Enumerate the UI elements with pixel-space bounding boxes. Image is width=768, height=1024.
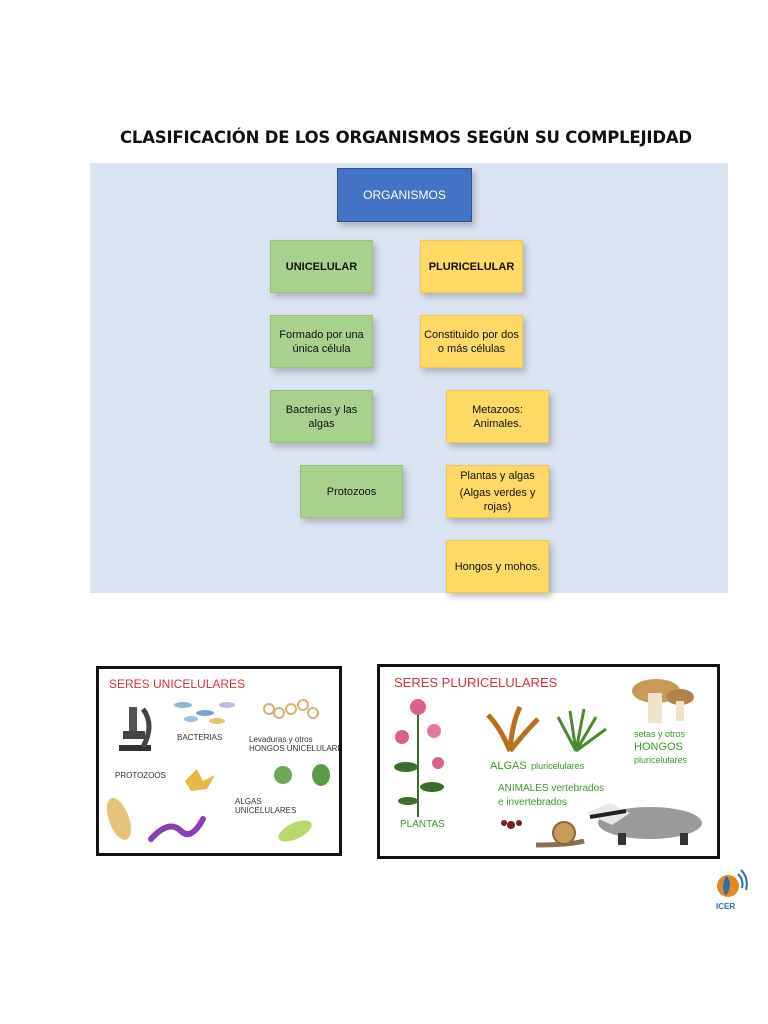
node-hongos-mohos: Hongos y mohos. — [446, 540, 549, 593]
levaduras-line-2: HONGOS UNICELULARES — [249, 744, 342, 753]
bacterias-label: BACTERIAS — [177, 733, 223, 742]
node-organismos: ORGANISMOS — [337, 168, 472, 222]
setas-line-3: pluricelulares — [634, 755, 688, 765]
setas-line-1: setas y otros — [634, 729, 686, 739]
diagram-panel — [90, 163, 728, 593]
algas-unicelulares-label: ALGAS UNICELULARES — [235, 797, 296, 815]
plantas-algas-text: Plantas y algas — [460, 470, 535, 482]
setas-hongos-label: setas y otros HONGOS pluricelulares — [634, 727, 687, 766]
ant-icon — [501, 820, 522, 829]
unicelulares-illustration — [106, 699, 330, 842]
hongos-mohos-text: Hongos y mohos. — [454, 560, 541, 573]
algas-line-2: UNICELULARES — [235, 806, 297, 815]
animales-label: ANIMALES vertebrados e invertebrados — [498, 781, 604, 809]
node-pluricelular-label: PLURICELULAR — [428, 260, 515, 273]
unicellular-algae-icon — [274, 764, 330, 842]
animales-line-2: e invertebrados — [498, 797, 567, 808]
node-organismos-label: ORGANISMOS — [363, 188, 446, 202]
image-seres-unicelulares: SERES UNICELULARES BACTERIAS Levaduras y… — [96, 666, 342, 856]
protozoa-icon — [106, 769, 215, 842]
node-unicelular-definition: Formado por una única célula — [270, 315, 373, 368]
snail-icon — [535, 821, 585, 848]
node-pluricelular: PLURICELULAR — [420, 240, 523, 293]
image-seres-pluricelulares: SERES PLURICELULARES setas y otros HONGO… — [377, 664, 720, 859]
node-unicelular-label: UNICELULAR — [285, 260, 358, 273]
bacteria-icon — [174, 702, 235, 724]
pluricelulares-title: SERES PLURICELULARES — [394, 675, 558, 690]
node-pluricelular-definition: Constituido por dos o más células — [420, 315, 523, 368]
metazoos-text: Metazoos: Animales. — [472, 403, 523, 430]
animales-line-1: ANIMALES vertebrados — [498, 783, 605, 794]
algas-pluricelulares-label: ALGAS pluricelulares — [490, 759, 584, 772]
unicelular-definition-text: Formado por una única célula — [279, 328, 364, 355]
pluricelular-definition-text: Constituido por dos o más células — [424, 328, 519, 355]
icer-logo: ICER — [712, 866, 752, 916]
algas-pluri-line-1: ALGAS — [490, 760, 527, 772]
node-plantas-algas: Plantas y algas (Algas verdes y rojas) — [446, 465, 549, 518]
protozoos-text: Protozoos — [326, 485, 377, 498]
flowering-plant-icon — [394, 699, 444, 817]
unicelulares-title: SERES UNICELULARES — [109, 677, 246, 691]
pluricelulares-illustration — [394, 679, 702, 848]
icer-logo-text: ICER — [716, 902, 736, 911]
bacterias-algas-text: Bacterias y las algas — [285, 403, 358, 430]
node-unicelular: UNICELULAR — [270, 240, 373, 293]
seaweed-icon — [486, 705, 607, 753]
plantas-label: PLANTAS — [400, 819, 445, 830]
algas-line-1: ALGAS — [235, 797, 262, 806]
badger-icon — [586, 803, 702, 845]
algas-pluri-line-2: pluricelulares — [531, 761, 585, 771]
icer-logo-icon — [717, 869, 748, 897]
setas-line-2: HONGOS — [634, 741, 683, 753]
page-title: CLASIFICACIÓN DE LOS ORGANISMOS SEGÚN SU… — [120, 128, 692, 147]
yeast-icon — [263, 699, 319, 719]
microscope-icon — [119, 707, 152, 751]
protozoos-label: PROTOZOOS — [115, 771, 166, 780]
node-metazoos: Metazoos: Animales. — [446, 390, 549, 443]
levaduras-label: Levaduras y otros HONGOS UNICELULARES — [249, 735, 342, 753]
node-bacterias-algas: Bacterias y las algas — [270, 390, 373, 443]
levaduras-line-1: Levaduras y otros — [249, 735, 313, 744]
algas-verdes-rojas-text: (Algas verdes y rojas) — [459, 487, 536, 513]
mushroom-icon — [632, 679, 694, 723]
node-protozoos: Protozoos — [300, 465, 403, 518]
